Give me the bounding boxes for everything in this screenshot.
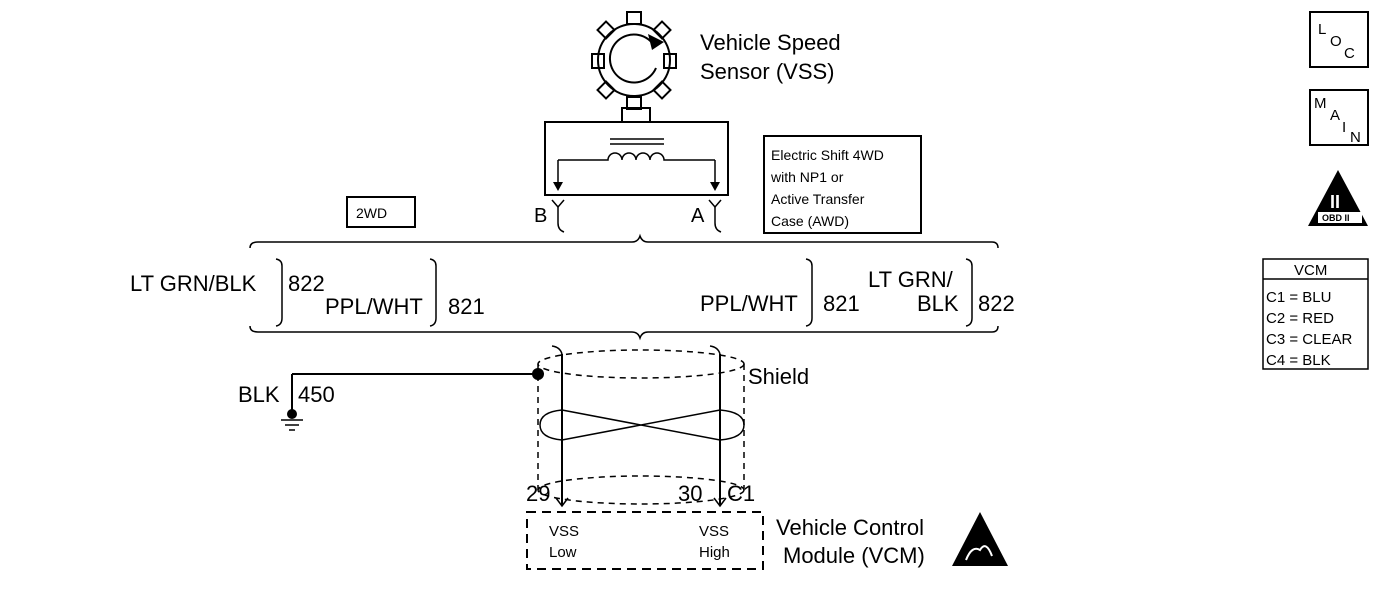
option-2wd-label: 2WD xyxy=(356,205,387,221)
main-letter-4: N xyxy=(1350,129,1361,146)
vcm-legend: VCM C1 = BLU C2 = RED C3 = CLEAR C4 = BL… xyxy=(1262,258,1369,370)
right-wire2-circuit: 822 xyxy=(978,291,1015,316)
main-button[interactable]: M A I N xyxy=(1309,89,1369,146)
loc-letter-1: L xyxy=(1318,21,1326,38)
loc-button[interactable]: L O C xyxy=(1309,11,1369,68)
left-wire1-circuit: 822 xyxy=(288,271,325,296)
vcm-pin-high: 30 xyxy=(678,481,702,506)
right-wire2-color-line1: LT GRN/ xyxy=(868,267,954,292)
shield-label: Shield xyxy=(748,364,809,389)
obd-ii-button[interactable]: II OBD II xyxy=(1308,170,1368,226)
right-wire1-circuit: 821 xyxy=(823,291,860,316)
vss-body xyxy=(544,121,729,196)
main-letter-3: I xyxy=(1342,119,1346,136)
vcm-title-line2: Module (VCM) xyxy=(783,543,925,568)
vcm-legend-title: VCM xyxy=(1294,262,1327,279)
terminal-a-label: A xyxy=(691,205,705,227)
option-4wd-line4: Case (AWD) xyxy=(771,213,849,229)
option-4wd-line1: Electric Shift 4WD xyxy=(771,147,884,163)
vcm-legend-row: C1 = BLU xyxy=(1266,289,1331,306)
option-4wd-line3: Active Transfer xyxy=(771,191,865,207)
loc-letter-3: C xyxy=(1344,45,1355,62)
obd-label: OBD II xyxy=(1322,213,1350,223)
esd-warning-icon xyxy=(952,512,1008,566)
option-4wd-box xyxy=(763,135,922,234)
ground-wire-circuit: 450 xyxy=(298,382,335,407)
vcm-pin-low: 29 xyxy=(526,481,550,506)
ground-icon xyxy=(281,419,303,431)
left-wire2-circuit: 821 xyxy=(448,294,485,319)
vss-mount xyxy=(621,107,651,123)
wire-break-marks xyxy=(275,258,973,327)
right-wire1-color: PPL/WHT xyxy=(700,291,798,316)
vss-title-line2: Sensor (VSS) xyxy=(700,59,835,84)
ground-wire-color: BLK xyxy=(238,382,280,407)
obd-symbol: II xyxy=(1330,192,1340,212)
terminal-connectors xyxy=(551,199,722,233)
vcm-box xyxy=(526,511,764,570)
vcm-title-line1: Vehicle Control xyxy=(776,515,924,540)
option-4wd-line2: with NP1 or xyxy=(770,169,844,185)
coil-icon xyxy=(553,138,720,191)
main-letter-2: A xyxy=(1330,107,1340,124)
option-brace-top xyxy=(249,233,999,249)
option-2wd-box xyxy=(346,196,416,228)
left-wire2-color: PPL/WHT xyxy=(325,294,423,319)
left-wire1-color: LT GRN/BLK xyxy=(130,271,257,296)
vcm-connector: C1 xyxy=(727,481,755,506)
vcm-legend-row: C2 = RED xyxy=(1266,310,1334,327)
vcm-legend-row: C3 = CLEAR xyxy=(1266,331,1352,348)
vcm-low-line2: Low xyxy=(549,544,577,561)
vcm-legend-row: C4 = BLK xyxy=(1266,352,1331,369)
option-brace-bottom xyxy=(249,325,999,341)
vss-title-line1: Vehicle Speed xyxy=(700,30,841,55)
vcm-low-line1: VSS xyxy=(549,523,579,540)
vss-gear-icon xyxy=(591,11,677,110)
terminal-b-label: B xyxy=(534,205,547,227)
vcm-high-line2: High xyxy=(699,544,730,561)
main-letter-1: M xyxy=(1314,95,1327,112)
shield-dashed xyxy=(537,349,745,505)
right-wire2-color-line2: BLK xyxy=(917,291,959,316)
vcm-high-line1: VSS xyxy=(699,523,729,540)
ground-wire xyxy=(287,368,544,419)
loc-letter-2: O xyxy=(1330,33,1342,50)
twisted-pair-wires xyxy=(539,345,745,508)
